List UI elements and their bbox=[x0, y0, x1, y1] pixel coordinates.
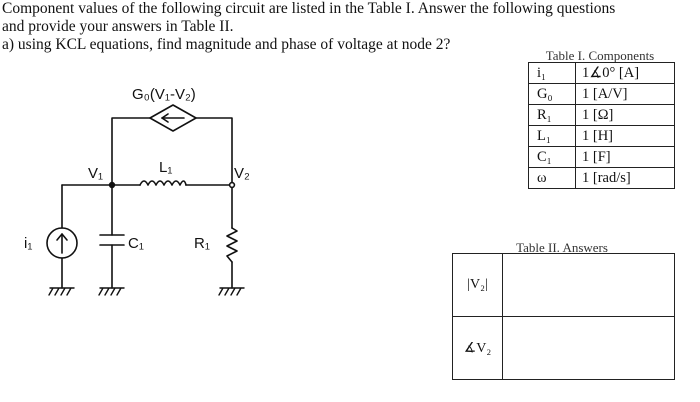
question-line-2: and provide your answers in Table II. bbox=[2, 18, 234, 35]
component-symbol: C₁ bbox=[528, 146, 576, 168]
question-line-3: a) using KCL equations, find magnitude a… bbox=[2, 36, 451, 53]
node-1-label: V₁ bbox=[88, 165, 103, 182]
question-text: Component values of the following circui… bbox=[2, 0, 692, 54]
component-value: 1 [H] bbox=[575, 125, 675, 147]
resistor-r1 bbox=[226, 227, 238, 263]
dep-source-label: G₀(V₁-V₂) bbox=[132, 86, 196, 103]
component-value: 1 [Ω] bbox=[575, 104, 675, 126]
inductor-l1 bbox=[139, 180, 187, 186]
component-symbol: R₁ bbox=[528, 104, 576, 126]
circuit-diagram: G₀(V₁-V₂) V₁ V₂ L₁ R₁ C₁ i₁ bbox=[24, 86, 250, 296]
component-symbol: G₀ bbox=[528, 83, 576, 105]
phase-answer-cell[interactable] bbox=[502, 316, 675, 380]
resistor-label: R₁ bbox=[194, 235, 210, 252]
node-2-terminal bbox=[228, 181, 236, 189]
component-value: 1∡0° [A] bbox=[575, 62, 675, 84]
answers-table: |V₂| ∡V₂ bbox=[452, 253, 675, 380]
magnitude-answer-cell[interactable] bbox=[502, 253, 675, 317]
capacitor-label: C₁ bbox=[128, 235, 144, 252]
answer-label: |V₂| bbox=[452, 253, 503, 317]
ground-symbols bbox=[48, 287, 245, 296]
component-value: 1 [A/V] bbox=[575, 83, 675, 105]
current-source-i1 bbox=[46, 227, 78, 259]
node-2-label: V₂ bbox=[234, 165, 250, 182]
table-row: |V₂| bbox=[452, 253, 675, 317]
table-row: ∡V₂ bbox=[452, 316, 675, 380]
component-symbol: i₁ bbox=[528, 62, 576, 84]
dependent-current-source bbox=[149, 104, 197, 132]
table-1-caption: Table I. Components bbox=[545, 48, 655, 63]
table-2-caption: Table II. Answers bbox=[516, 240, 608, 255]
component-value: 1 [rad/s] bbox=[575, 167, 675, 189]
current-source-label: i₁ bbox=[24, 235, 32, 252]
component-value: 1 [F] bbox=[575, 146, 675, 168]
inductor-label: L₁ bbox=[159, 159, 172, 176]
capacitor-c1 bbox=[99, 234, 125, 246]
question-line-1: Component values of the following circui… bbox=[2, 0, 616, 17]
component-symbol: ω bbox=[528, 167, 576, 189]
circuit-wires bbox=[61, 117, 233, 289]
node-1-dot bbox=[108, 181, 116, 189]
answer-label: ∡V₂ bbox=[452, 316, 503, 380]
component-symbol: L₁ bbox=[528, 125, 576, 147]
